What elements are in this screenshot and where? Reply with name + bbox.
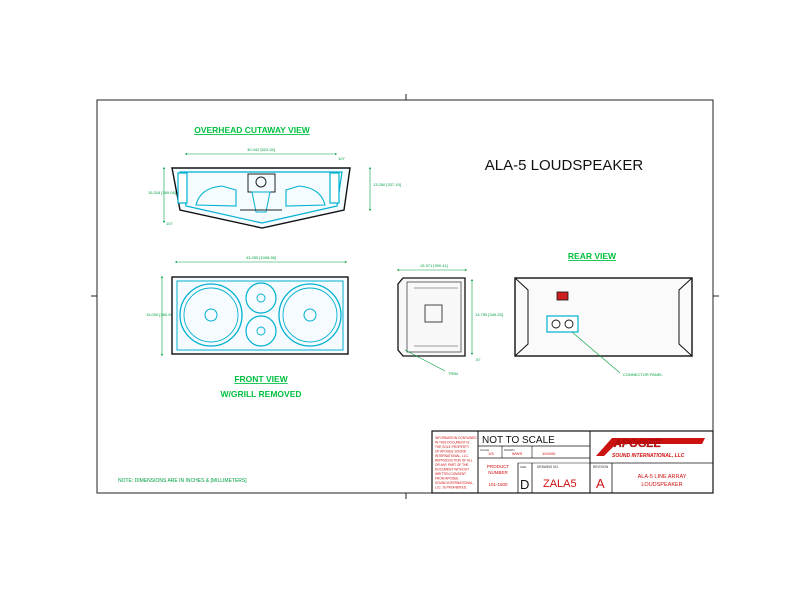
overhead-cutaway-view: OVERHEAD CUTAWAY VIEW 30.442 [523.34] 10… (148, 125, 401, 229)
overhead-view-label: OVERHEAD CUTAWAY VIEW (194, 125, 311, 135)
disclaimer-line: REPRODUCTION OF ALL (435, 459, 473, 463)
disclaimer-line: FROM APOGEE (435, 477, 459, 481)
disclaimer-line: WRITTEN CONSENT (435, 472, 466, 476)
disclaimer-line: OF APOGEE SOUND (435, 450, 467, 454)
drawing-title: ALA-5 LOUDSPEAKER (485, 157, 644, 174)
product-label-2: NUMBER (488, 470, 508, 475)
disclaimer-line: IN THIS DOCUMENT IS (435, 441, 469, 445)
disclaimer-line: INFORMATION CONTAINED (435, 436, 477, 440)
drawn-value: WWS (512, 451, 523, 456)
side-trim-callout: TRIM (448, 371, 458, 376)
size-label: SIZE (520, 465, 526, 469)
revision-label: REVISION (593, 465, 609, 469)
disclaimer-line: OR ANY PART OF THE (435, 463, 469, 467)
description-line-1: ALA-5 LINE ARRAY (638, 474, 687, 480)
disclaimer-line: SOUND INTERNATIONAL, (435, 481, 474, 485)
rear-view: REAR VIEW CONNECTOR PANEL (514, 251, 693, 377)
product-number: 101-1500 (488, 482, 508, 487)
not-to-scale-label: NOT TO SCALE (482, 435, 555, 446)
overhead-right-height-dim: 13.250 [337.19] (373, 182, 401, 187)
side-bottom-dim: .57 (475, 357, 481, 362)
disclaimer-line: DOCUMENT WITHOUT (435, 468, 469, 472)
front-view-label: FRONT VIEW (234, 374, 288, 384)
drawn-label: DRAWN (504, 448, 514, 452)
title-block: INFORMATION CONTAINED IN THIS DOCUMENT I… (431, 430, 714, 494)
size-value: D (520, 477, 529, 492)
overhead-left-height-dim: 15.318 [389.08] (148, 190, 176, 195)
side-height-dim: 13.750 [349.25] (475, 312, 503, 317)
front-height-dim: 15.000 [380.99] (146, 312, 174, 317)
logo-main-text: APOGEE (613, 438, 662, 450)
rear-connector-callout: CONNECTOR PANEL (623, 372, 663, 377)
scale-value: 1/5 (488, 451, 494, 456)
product-label-1: PRODUCT (487, 464, 510, 469)
drawing-no-value: ZALA5 (543, 478, 577, 490)
front-view-sublabel: W/GRILL REMOVED (220, 389, 301, 399)
description-line-2: LOUDSPEAKER (641, 482, 682, 488)
dimensions-note: NOTE: DIMENSIONS ARE IN INCHES & [MILLIM… (118, 478, 247, 484)
revision-value: A (596, 476, 605, 491)
apogee-logo: APOGEE SOUND INTERNATIONAL, LLC (596, 438, 705, 459)
scale-label: SCALE (480, 448, 489, 452)
disclaimer-line: LLC. IS PROHIBITED. (435, 486, 467, 490)
rear-view-label: REAR VIEW (568, 251, 617, 261)
date-value: 10/4/00 (542, 451, 556, 456)
disclaimer-line: THE SOLE PROPERTY (435, 445, 470, 449)
overhead-side-dim: 107 (338, 156, 345, 161)
drawing-no-label: DRAWING NO. (537, 465, 559, 469)
side-view: 15.371 [390.41] 13.750 [349.25] .57 TRIM (396, 263, 503, 376)
logo-sub-text: SOUND INTERNATIONAL, LLC (612, 453, 685, 459)
overhead-bottom-dim: 107 (166, 221, 173, 226)
front-view: 43.250 [1098.55] 15.000 [380.99] FRONT V… (146, 255, 349, 399)
overhead-width-dim: 30.442 [523.34] (247, 147, 275, 152)
side-top-dim: 15.371 [390.41] (420, 263, 448, 268)
front-width-dim: 43.250 [1098.55] (246, 255, 276, 260)
disclaimer-line: INTERNATIONAL, LLC. (435, 454, 469, 458)
